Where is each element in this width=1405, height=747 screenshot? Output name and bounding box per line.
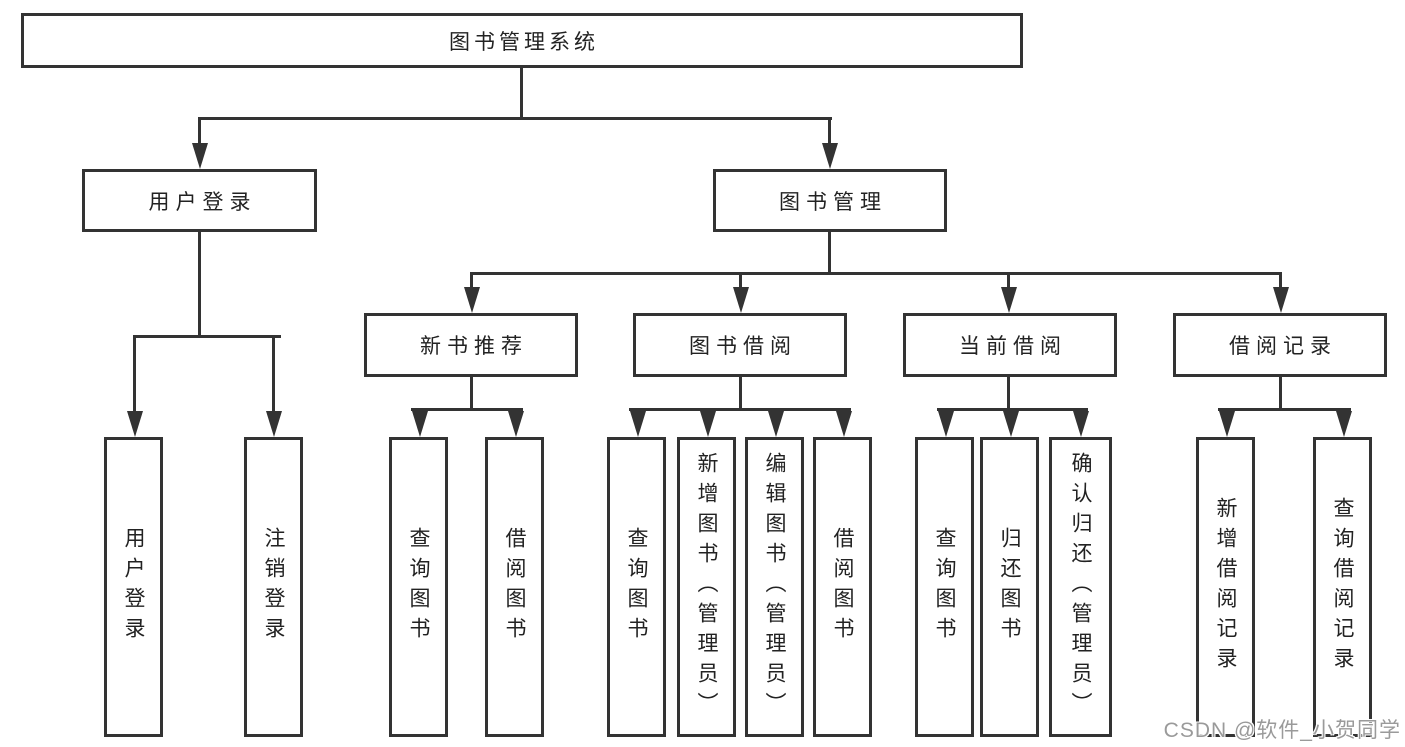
arrow-down: [411, 408, 428, 437]
leaf-borrow-book-recommend-label: 借阅图书: [503, 527, 527, 647]
leaf-query-book-recommend: 查询图书: [389, 437, 448, 737]
node-new-book-recommend: 新书推荐: [364, 313, 578, 377]
leaf-query-book-recommend-label: 查询图书: [407, 527, 431, 647]
leaf-edit-book-admin-label: 编辑图书（管理员）: [763, 452, 787, 722]
node-borrow-record-label: 借阅记录: [1229, 334, 1337, 358]
connector-current-borrow-rail: [937, 408, 1088, 411]
leaf-borrow-book-recommend: 借阅图书: [485, 437, 544, 737]
node-book-management-label: 图书管理: [779, 189, 887, 214]
node-current-borrow-label: 当前借阅: [959, 334, 1067, 358]
node-book-management: 图书管理: [713, 169, 947, 232]
leaf-return-book-label: 归还图书: [998, 527, 1022, 647]
connector-new-book-stub: [470, 377, 473, 410]
leaf-query-book-borrow: 查询图书: [607, 437, 666, 737]
node-book-borrow: 图书借阅: [633, 313, 847, 377]
arrow-down: [699, 408, 716, 437]
arrow-down: [1072, 408, 1089, 437]
connector-book-mgmt-stub: [828, 232, 831, 274]
node-borrow-record: 借阅记录: [1173, 313, 1387, 377]
leaf-user-login: 用户登录: [104, 437, 163, 737]
connector-user-login-rail: [133, 335, 281, 338]
arrow-down: [629, 408, 646, 437]
leaf-return-book: 归还图书: [980, 437, 1039, 737]
leaf-user-login-label: 用户登录: [122, 527, 146, 647]
node-root-label: 图书管理系统: [449, 29, 599, 54]
arrow-down: [767, 408, 784, 437]
node-new-book-recommend-label: 新书推荐: [420, 334, 528, 358]
arrow-down: [1272, 272, 1289, 313]
arrow-down: [732, 272, 749, 313]
arrow-down: [191, 117, 208, 169]
arrow-down: [507, 408, 524, 437]
connector-book-borrow-rail: [629, 408, 851, 411]
leaf-logout: 注销登录: [244, 437, 303, 737]
connector-level1-rail: [198, 117, 832, 120]
leaf-add-book-admin: 新增图书（管理员）: [677, 437, 736, 737]
leaf-query-book-current: 查询图书: [915, 437, 974, 737]
connector-book-borrow-stub: [739, 377, 742, 410]
leaf-add-book-admin-label: 新增图书（管理员）: [695, 452, 719, 722]
arrow-down: [1218, 408, 1235, 437]
arrow-down: [821, 117, 838, 169]
leaf-query-book-current-label: 查询图书: [933, 527, 957, 647]
arrow-down: [463, 272, 480, 313]
connector-current-borrow-stub: [1007, 377, 1010, 410]
connector-borrow-record-stub: [1279, 377, 1282, 410]
leaf-add-borrow-record: 新增借阅记录: [1196, 437, 1255, 737]
arrow-down: [1000, 272, 1017, 313]
connector-user-login-stub: [198, 232, 201, 337]
node-user-login: 用户登录: [82, 169, 317, 232]
node-root: 图书管理系统: [21, 13, 1023, 68]
leaf-borrow-book: 借阅图书: [813, 437, 872, 737]
arrow-down: [1002, 408, 1019, 437]
connector-borrow-record-rail: [1218, 408, 1351, 411]
arrow-down: [1335, 408, 1352, 437]
connector-new-book-rail: [411, 408, 523, 411]
leaf-query-borrow-record: 查询借阅记录: [1313, 437, 1372, 737]
connector-level3-rail: [470, 272, 1282, 275]
watermark: CSDN @软件_小贺同学: [1163, 719, 1401, 742]
leaf-confirm-return-admin-label: 确认归还（管理员）: [1069, 452, 1093, 722]
node-user-login-label: 用户登录: [148, 189, 257, 214]
leaf-logout-label: 注销登录: [262, 527, 286, 647]
leaf-borrow-book-label: 借阅图书: [831, 527, 855, 647]
leaf-query-borrow-record-label: 查询借阅记录: [1331, 497, 1355, 677]
arrow-down: [126, 335, 143, 437]
leaf-confirm-return-admin: 确认归还（管理员）: [1049, 437, 1112, 737]
arrow-down: [937, 408, 954, 437]
connector-root-trunk: [520, 68, 523, 117]
node-book-borrow-label: 图书借阅: [689, 334, 797, 358]
leaf-query-book-borrow-label: 查询图书: [625, 527, 649, 647]
leaf-edit-book-admin: 编辑图书（管理员）: [745, 437, 804, 737]
arrow-down: [265, 335, 282, 437]
arrow-down: [835, 408, 852, 437]
leaf-add-borrow-record-label: 新增借阅记录: [1214, 497, 1238, 677]
node-current-borrow: 当前借阅: [903, 313, 1117, 377]
